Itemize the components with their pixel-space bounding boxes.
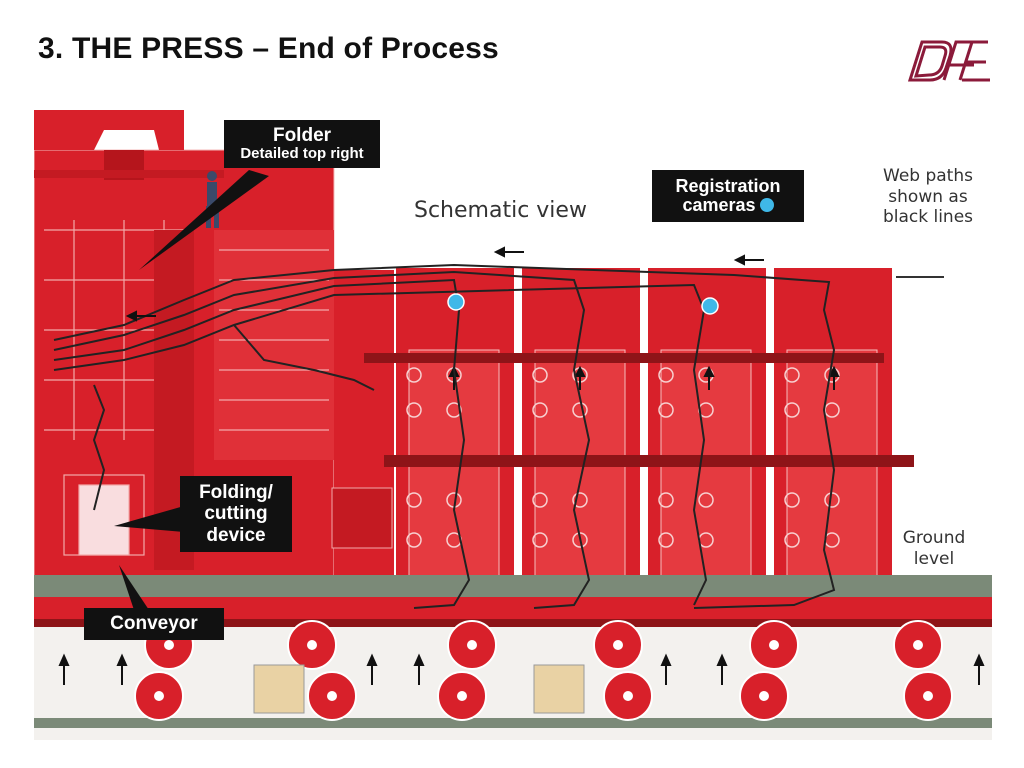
dfe-logo [902, 32, 994, 86]
slide-title: 3. THE PRESS – End of Process [38, 32, 499, 65]
folding-callout: Folding/ cutting device [180, 476, 292, 552]
registration-callout-label: Registration cameras [675, 176, 781, 215]
dfe-logo-graphic [907, 40, 990, 82]
folder-callout: Folder Detailed top right [224, 120, 380, 168]
camera-dot-icon [759, 197, 774, 212]
conveyor-callout: Conveyor [84, 608, 224, 640]
web-paths-underline [896, 276, 944, 278]
folder-callout-title: Folder [272, 125, 332, 146]
ground-floor [34, 575, 992, 597]
ground-level-label: Ground level [902, 528, 966, 569]
press-scene [34, 110, 992, 740]
folder-callout-subtitle: Detailed top right [240, 144, 364, 162]
press-diagram: Folder Detailed top right Registration c… [34, 110, 992, 740]
web-paths-label: Web paths shown as black lines [882, 166, 974, 228]
registration-callout: Registration cameras [652, 170, 804, 222]
schematic-label: Schematic view [414, 198, 587, 223]
